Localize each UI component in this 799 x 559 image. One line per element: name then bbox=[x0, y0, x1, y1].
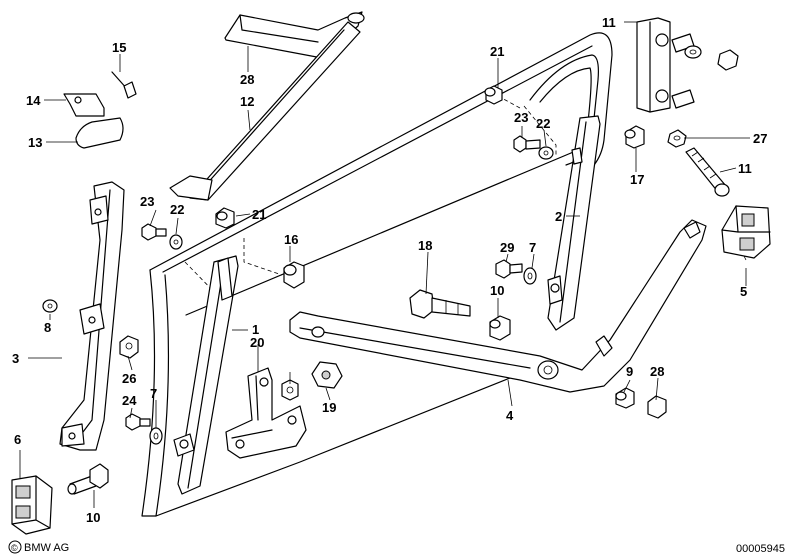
callout-1: 1 bbox=[252, 322, 259, 337]
part-21-nut-left bbox=[215, 207, 235, 229]
part-16-cover bbox=[75, 117, 124, 149]
callout-22-left: 22 bbox=[170, 202, 184, 217]
part-23-screw-right bbox=[513, 135, 541, 153]
part-23-screw-left bbox=[141, 223, 167, 241]
part-7-washer-lower bbox=[149, 427, 163, 445]
callout-21-right: 21 bbox=[490, 44, 504, 59]
callout-17: 14 bbox=[26, 93, 41, 108]
callout-8: 8 bbox=[44, 320, 51, 335]
callout-4: 4 bbox=[506, 408, 514, 423]
part-18-pin bbox=[111, 71, 137, 99]
callout-16: 13 bbox=[28, 135, 42, 150]
part-10-bushing-lower bbox=[67, 463, 109, 495]
part-14-guide-rail bbox=[636, 17, 695, 113]
part-21-nut-right bbox=[484, 85, 503, 105]
footer: © BMW AG 00005945 bbox=[8, 540, 785, 555]
callout-20: 19 bbox=[322, 400, 336, 415]
callout-23-right: 23 bbox=[514, 110, 528, 125]
callout-12: 11 bbox=[738, 161, 752, 176]
washer-and-nut-14 bbox=[684, 45, 739, 71]
part-6-block bbox=[11, 475, 53, 535]
drawing-number: 00005945 bbox=[736, 543, 785, 555]
callout-10-lower: 10 bbox=[86, 510, 100, 525]
part-7-washer-middle bbox=[523, 267, 537, 285]
callout-labels: 15 14 13 28 12 11 21 23 22 27 11 17 2 5 … bbox=[12, 15, 767, 525]
callout-9: 9 bbox=[626, 364, 633, 379]
part-25-nut bbox=[667, 129, 687, 148]
part-5-bracket-block bbox=[721, 205, 771, 259]
part-28-bolt-lower bbox=[125, 413, 151, 431]
callout-25: 27 bbox=[753, 131, 767, 146]
callout-11-right: 17 bbox=[630, 172, 644, 187]
callout-7-lower: 7 bbox=[150, 386, 157, 401]
part-17-clip bbox=[63, 93, 105, 117]
callout-7-middle: 7 bbox=[529, 240, 536, 255]
callout-5: 5 bbox=[740, 284, 747, 299]
part-2-regulator-rail-right bbox=[547, 115, 601, 331]
part-8-washer bbox=[42, 299, 58, 313]
callout-22-right: 22 bbox=[536, 116, 550, 131]
callout-3: 3 bbox=[12, 351, 19, 366]
part-22-washer-left bbox=[169, 234, 183, 250]
callout-23-left: 23 bbox=[140, 194, 154, 209]
callout-28-middle: 29 bbox=[500, 240, 514, 255]
callout-15: 12 bbox=[240, 94, 254, 109]
leader-lines bbox=[19, 21, 750, 508]
part-9-bushing bbox=[615, 387, 635, 409]
callout-24: 26 bbox=[122, 371, 136, 386]
part-24-nut bbox=[119, 335, 139, 359]
part-11-roller-right bbox=[624, 125, 645, 149]
callout-18: 15 bbox=[112, 40, 126, 55]
callout-6: 6 bbox=[14, 432, 21, 447]
bmw-ag-label: BMW AG bbox=[24, 542, 69, 554]
part-28-bolt-middle bbox=[495, 259, 523, 279]
part-10-bushing-middle bbox=[489, 315, 511, 341]
copyright-symbol: © bbox=[11, 543, 18, 553]
part-13-shoulder-bolt bbox=[409, 289, 471, 319]
callout-26: 28 bbox=[650, 364, 664, 379]
callout-27: 28 bbox=[240, 72, 254, 87]
part-20-clip bbox=[311, 361, 343, 389]
part-3-pillar-guide bbox=[59, 181, 125, 451]
part-1-regulator-rail-left bbox=[173, 255, 239, 495]
callout-14: 11 bbox=[602, 15, 616, 30]
callout-19: 20 bbox=[250, 335, 264, 350]
part-26-nut bbox=[647, 395, 667, 419]
callout-13: 18 bbox=[418, 238, 432, 253]
callout-11-left: 16 bbox=[284, 232, 298, 247]
callout-2: 2 bbox=[555, 209, 562, 224]
part-4-regulator-arm bbox=[289, 219, 707, 393]
callout-28-lower: 24 bbox=[122, 393, 137, 408]
part-12-threaded-rod bbox=[685, 147, 730, 197]
part-19-mounting-bracket bbox=[225, 367, 307, 459]
copyright-icon bbox=[8, 540, 22, 554]
part-15-pillar-trim bbox=[169, 21, 361, 201]
callout-21-left: 21 bbox=[252, 207, 266, 222]
part-11-roller-left bbox=[283, 261, 305, 289]
part-22-washer-right bbox=[538, 146, 554, 160]
callout-10-middle: 10 bbox=[490, 283, 504, 298]
